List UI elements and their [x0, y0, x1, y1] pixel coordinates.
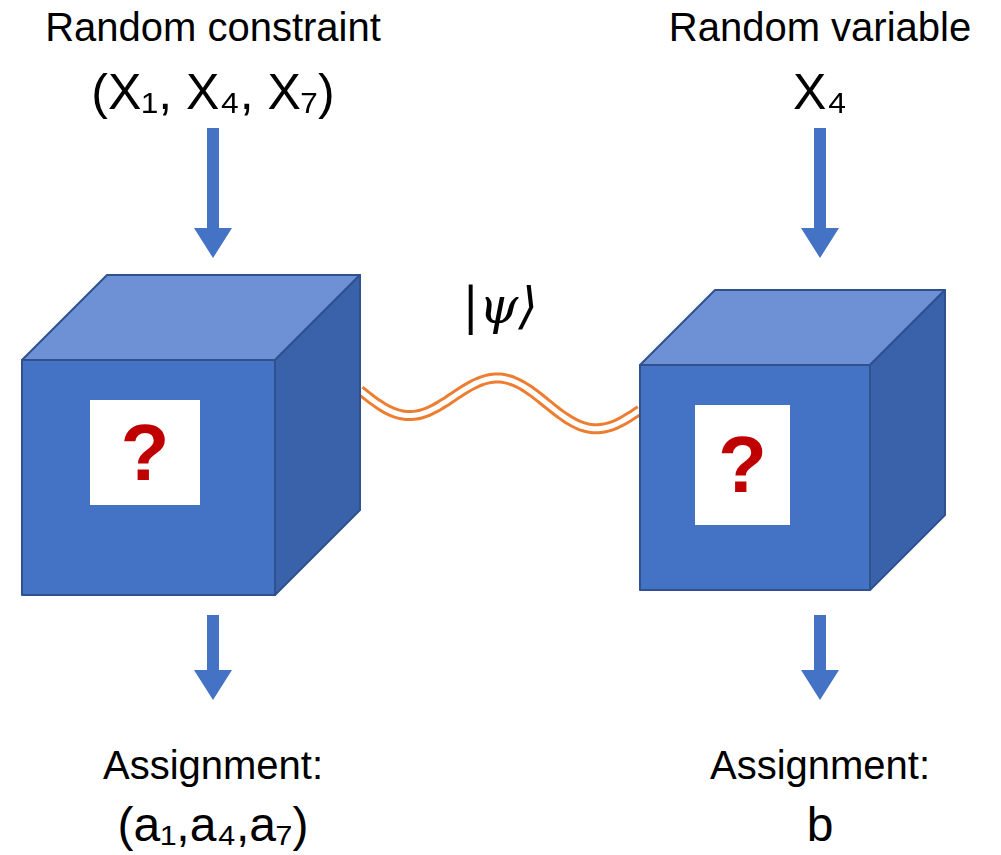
output-heading: Assignment: [710, 745, 930, 785]
unknown-mark: ? [718, 425, 767, 505]
unknown-mark: ? [121, 413, 170, 493]
question-panel: ? [695, 405, 790, 525]
cube-front-face [22, 360, 275, 595]
entanglement-link [360, 378, 640, 429]
cube-side-face [870, 290, 945, 590]
link-gap [360, 378, 640, 429]
input-arrow [801, 128, 839, 258]
link-outer [360, 378, 640, 429]
assignment-value: b [807, 801, 834, 849]
cube-side-face [275, 275, 360, 595]
quantum-box: ? [640, 290, 945, 590]
assignment-tuple: (a₁,a₄,a₇) [117, 801, 308, 849]
quantum-box: ? [22, 275, 360, 595]
input-arrow [194, 128, 232, 258]
cube-outline [640, 290, 945, 590]
state-label: |ψ⟩ [458, 279, 542, 334]
output-arrow [801, 615, 839, 700]
variable-name: X₄ [793, 67, 847, 117]
variable-tuple: (X₁, X₄, X₇) [91, 67, 334, 117]
output-arrow [194, 615, 232, 700]
cube-front-face [640, 365, 870, 590]
heading-text: Random variable [669, 7, 971, 47]
question-panel: ? [90, 400, 200, 505]
output-heading: Assignment: [103, 745, 323, 785]
heading-text: Random constraint [45, 7, 381, 47]
